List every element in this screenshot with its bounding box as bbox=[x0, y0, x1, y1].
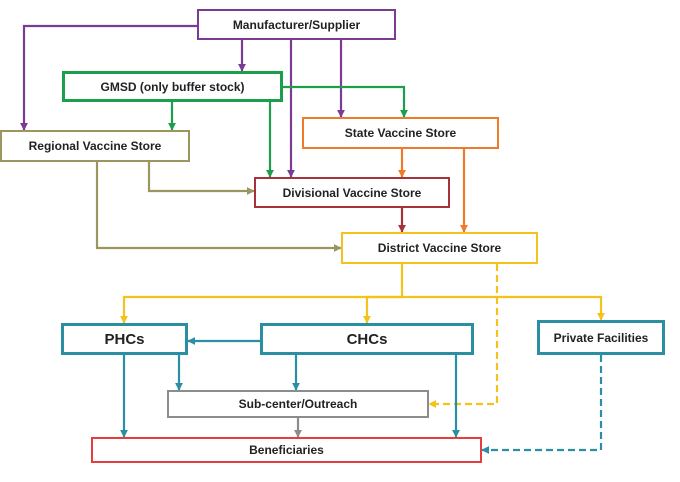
arrow-district-to-private bbox=[402, 295, 605, 321]
arrow-district-to-subcenter bbox=[428, 264, 499, 408]
node-label: District Vaccine Store bbox=[377, 241, 502, 255]
arrow-gmsd-to-state bbox=[283, 85, 408, 118]
node-label: State Vaccine Store bbox=[344, 126, 457, 140]
node-label: Regional Vaccine Store bbox=[28, 139, 162, 153]
node-private-facilities: Private Facilities bbox=[537, 320, 665, 355]
node-chcs: CHCs bbox=[260, 323, 474, 355]
node-label: Private Facilities bbox=[553, 330, 649, 345]
arrow-regional-to-district bbox=[95, 162, 342, 252]
arrow-private-to-beneficiaries bbox=[481, 355, 603, 454]
node-phcs: PHCs bbox=[61, 323, 188, 355]
node-label: PHCs bbox=[104, 330, 145, 348]
node-state-vaccine-store: State Vaccine Store bbox=[302, 117, 499, 149]
node-label: CHCs bbox=[346, 330, 388, 348]
node-label: GMSD (only buffer stock) bbox=[100, 79, 245, 94]
node-label: Beneficiaries bbox=[249, 443, 324, 457]
arrow-district-to-phcs bbox=[120, 264, 404, 324]
node-manufacturer-supplier: Manufacturer/Supplier bbox=[197, 9, 396, 40]
node-divisional-vaccine-store: Divisional Vaccine Store bbox=[254, 177, 450, 208]
node-label: Sub-center/Outreach bbox=[238, 397, 358, 411]
arrow-manufacturer-to-regional bbox=[20, 24, 197, 131]
node-beneficiaries: Beneficiaries bbox=[91, 437, 482, 463]
arrow-regional-to-divisional bbox=[147, 162, 255, 195]
node-regional-vaccine-store: Regional Vaccine Store bbox=[0, 130, 190, 162]
node-gmsd: GMSD (only buffer stock) bbox=[62, 71, 283, 102]
node-label: Manufacturer/Supplier bbox=[232, 17, 361, 32]
node-label: Divisional Vaccine Store bbox=[282, 185, 422, 200]
arrow-district-to-chcs bbox=[363, 295, 402, 324]
node-district-vaccine-store: District Vaccine Store bbox=[341, 232, 538, 264]
node-sub-center-outreach: Sub-center/Outreach bbox=[167, 390, 429, 418]
